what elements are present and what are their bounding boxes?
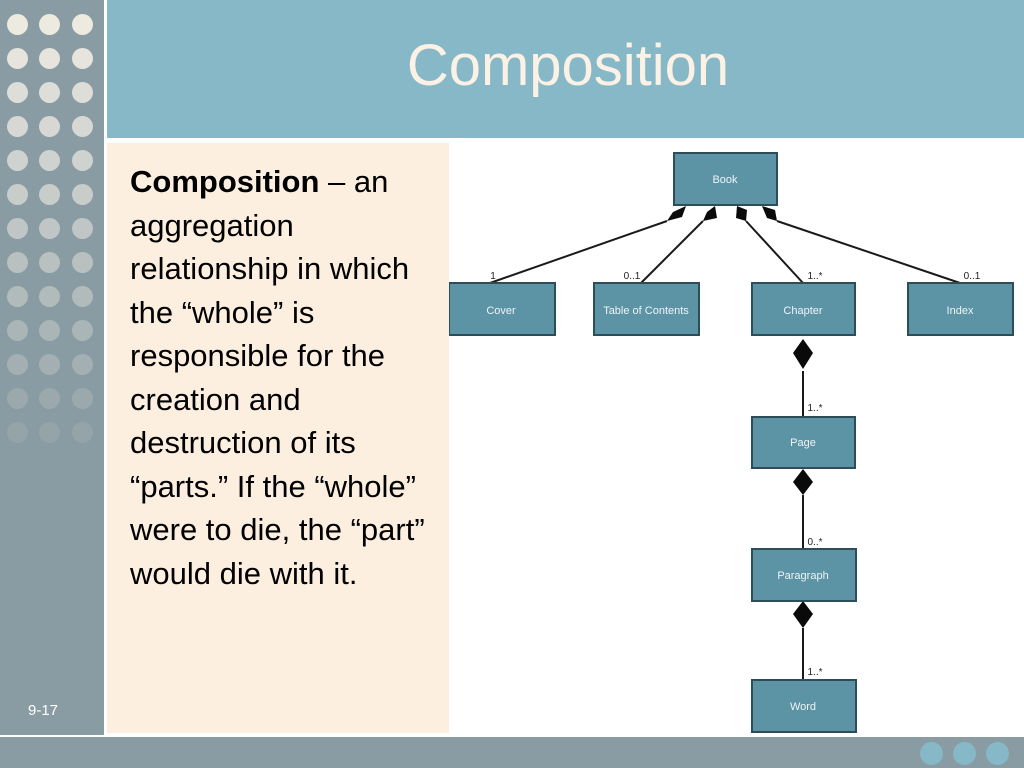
decorative-dot xyxy=(7,422,28,443)
class-paragraph-box xyxy=(751,548,857,602)
class-page-label: Page xyxy=(790,437,816,449)
decorative-dot xyxy=(72,218,93,239)
decorative-dot xyxy=(72,252,93,273)
class-index-label: Index xyxy=(947,305,974,317)
class-word-label: Word xyxy=(790,701,816,713)
composition-diamond-page-paragraph xyxy=(793,469,813,495)
definition-text: Composition – an aggregation relationshi… xyxy=(130,160,440,595)
decorative-dot xyxy=(7,388,28,409)
slide-title: Composition xyxy=(406,33,730,98)
uml-composition-diagram: Book Cover Table of Contents Chapter Ind… xyxy=(449,152,1014,733)
title-bar: Composition xyxy=(107,0,1024,138)
decorative-dot xyxy=(7,14,28,35)
composition-diamond-chapter xyxy=(736,206,747,221)
class-book-label: Book xyxy=(712,174,738,186)
footer-dot xyxy=(920,742,943,765)
footer-dot xyxy=(953,742,976,765)
decorative-dot xyxy=(7,184,28,205)
decorative-dot xyxy=(39,320,60,341)
decorative-dot xyxy=(39,286,60,307)
decorative-dot xyxy=(7,286,28,307)
edge-book-toc xyxy=(640,220,704,284)
multiplicity-toc: 0..1 xyxy=(624,271,641,282)
decorative-dot xyxy=(7,82,28,103)
class-word-box xyxy=(751,679,857,733)
decorative-dot xyxy=(39,48,60,69)
decorative-dot xyxy=(7,218,28,239)
definition-body: – an aggregation relationship in which t… xyxy=(130,164,425,591)
class-page-box xyxy=(751,416,856,469)
decorative-dot xyxy=(7,48,28,69)
sidebar-decoration: 9-17 xyxy=(0,0,104,735)
composition-diamond-cover xyxy=(667,206,686,221)
decorative-dot xyxy=(7,150,28,171)
definition-term: Composition xyxy=(130,164,320,199)
class-cover-label: Cover xyxy=(486,305,516,317)
class-chapter-label: Chapter xyxy=(783,305,822,317)
multiplicity-word: 1..* xyxy=(807,667,822,678)
decorative-dot xyxy=(72,82,93,103)
composition-diamond-toc xyxy=(703,206,717,221)
decorative-dot xyxy=(39,422,60,443)
decorative-dot xyxy=(7,354,28,375)
class-paragraph-label: Paragraph xyxy=(777,570,828,582)
decorative-dot xyxy=(72,184,93,205)
composition-diamond-paragraph-word xyxy=(793,601,813,628)
decorative-dot xyxy=(72,320,93,341)
decorative-dot xyxy=(39,116,60,137)
decorative-dot xyxy=(39,354,60,375)
multiplicity-index: 0..1 xyxy=(964,271,981,282)
edge-book-index xyxy=(776,220,961,284)
class-toc-label: Table of Contents xyxy=(603,305,689,317)
decorative-dot xyxy=(39,150,60,171)
footer-bar xyxy=(0,737,1024,768)
edge-book-chapter xyxy=(745,220,804,284)
decorative-dot xyxy=(39,82,60,103)
class-chapter-box xyxy=(751,282,856,336)
decorative-dot xyxy=(39,14,60,35)
multiplicity-cover: 1 xyxy=(490,271,496,282)
decorative-dot xyxy=(72,150,93,171)
class-toc-box xyxy=(593,282,700,336)
decorative-dot xyxy=(7,116,28,137)
text-panel: Composition – an aggregation relationshi… xyxy=(107,143,449,733)
edge-book-cover xyxy=(489,220,668,284)
composition-diamond-index xyxy=(762,206,777,221)
multiplicity-chapter: 1..* xyxy=(807,271,822,282)
decorative-dot xyxy=(39,388,60,409)
decorative-dot xyxy=(72,422,93,443)
decorative-dot xyxy=(7,320,28,341)
decorative-dot xyxy=(72,116,93,137)
decorative-dot xyxy=(72,354,93,375)
class-book-box xyxy=(673,152,778,206)
decorative-dot xyxy=(7,252,28,273)
class-index-box xyxy=(907,282,1014,336)
decorative-dot xyxy=(39,184,60,205)
multiplicity-paragraph: 0..* xyxy=(807,537,822,548)
composition-diamond-chapter-page xyxy=(793,339,813,369)
decorative-dot xyxy=(72,388,93,409)
decorative-dot xyxy=(39,252,60,273)
decorative-dot xyxy=(39,218,60,239)
multiplicity-page: 1..* xyxy=(807,403,822,414)
decorative-dots xyxy=(0,0,104,460)
class-cover-box xyxy=(449,282,556,336)
decorative-dot xyxy=(72,286,93,307)
decorative-dot xyxy=(72,14,93,35)
footer-dot xyxy=(986,742,1009,765)
decorative-dot xyxy=(72,48,93,69)
slide-number: 9-17 xyxy=(28,702,59,719)
